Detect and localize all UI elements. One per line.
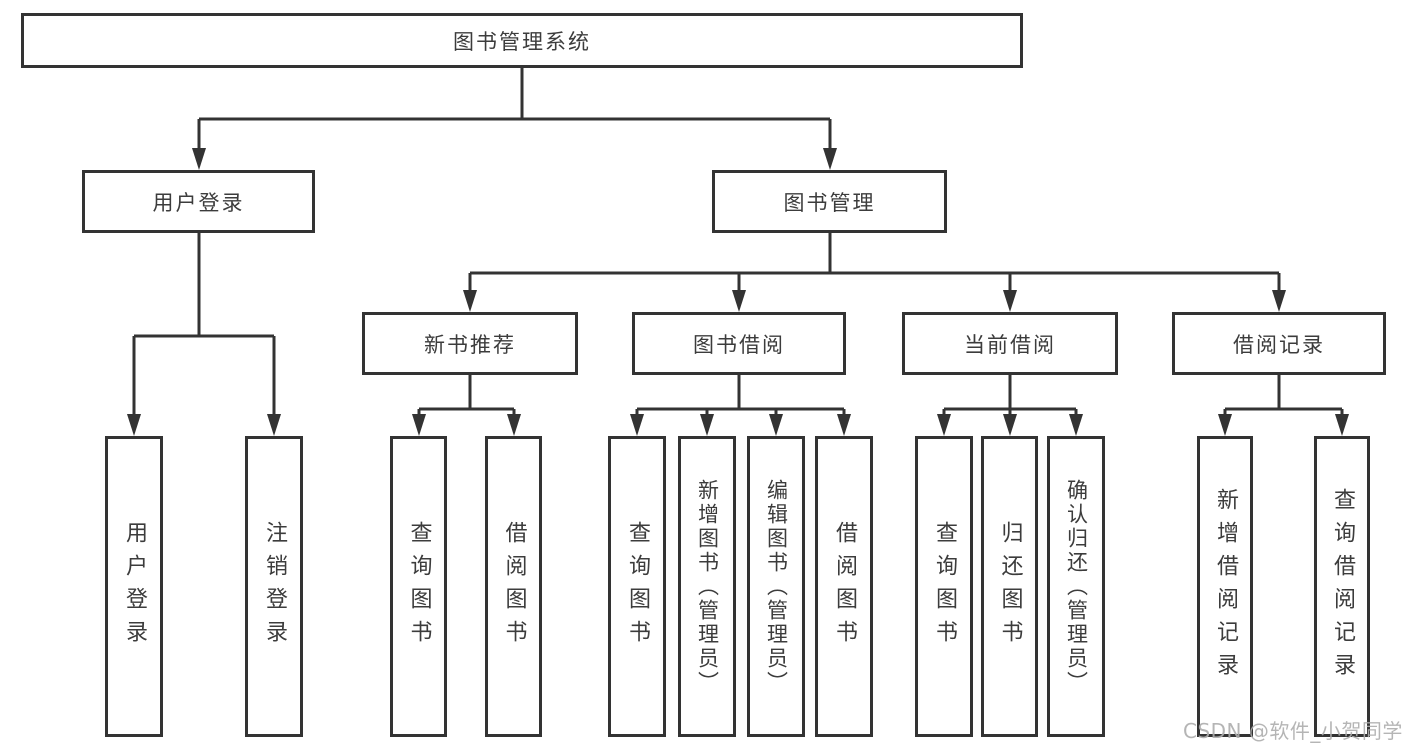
leaf-confirm-return-admin: 确认归还（管理员） xyxy=(1047,436,1105,737)
arrowheads xyxy=(127,148,1349,436)
node-label: 新书推荐 xyxy=(424,332,516,357)
node-book-borrowing: 图书借阅 xyxy=(632,312,846,375)
node-label: 归还图书 xyxy=(997,520,1023,653)
node-user-login: 用户登录 xyxy=(82,170,315,233)
leaf-add-book-admin: 新增图书（管理员） xyxy=(678,436,736,737)
node-label: 编辑图书（管理员） xyxy=(764,478,789,695)
node-borrowing-records: 借阅记录 xyxy=(1172,312,1386,375)
node-current-borrowing: 当前借阅 xyxy=(902,312,1118,375)
leaf-return-books: 归还图书 xyxy=(981,436,1038,737)
node-label: 用户登录 xyxy=(152,190,245,215)
leaf-edit-book-admin: 编辑图书（管理员） xyxy=(747,436,805,737)
node-library-management-system: 图书管理系统 xyxy=(21,13,1023,68)
node-label: 新增图书（管理员） xyxy=(695,478,720,695)
node-label: 查询图书 xyxy=(932,520,957,653)
node-label: 查询图书 xyxy=(406,520,432,653)
leaf-query-books-borrow: 查询图书 xyxy=(608,436,666,737)
leaf-borrow-books-recommend: 借阅图书 xyxy=(485,436,542,737)
node-label: 图书管理 xyxy=(783,190,876,215)
leaf-borrow-books: 借阅图书 xyxy=(815,436,873,737)
node-label: 用户登录 xyxy=(122,520,147,653)
node-label: 借阅记录 xyxy=(1233,332,1325,357)
leaf-user-login: 用户登录 xyxy=(105,436,163,737)
node-book-management: 图书管理 xyxy=(712,170,947,233)
node-new-book-recommendation: 新书推荐 xyxy=(362,312,578,375)
leaf-logout: 注销登录 xyxy=(245,436,303,737)
node-label: 借阅图书 xyxy=(832,520,857,653)
leaf-query-books-current: 查询图书 xyxy=(915,436,973,737)
csdn-watermark: CSDN @软件_小贺同学 xyxy=(1183,719,1403,743)
node-label: 查询借阅记录 xyxy=(1330,487,1355,686)
node-label: 图书借阅 xyxy=(693,332,785,357)
node-label: 确认归还（管理员） xyxy=(1064,478,1089,695)
node-label: 当前借阅 xyxy=(964,332,1056,357)
leaf-query-borrow-record: 查询借阅记录 xyxy=(1314,436,1370,737)
node-label: 注销登录 xyxy=(262,520,287,653)
node-label: 查询图书 xyxy=(625,520,650,653)
node-label: 新增借阅记录 xyxy=(1213,487,1238,686)
leaf-query-books-recommend: 查询图书 xyxy=(390,436,447,737)
node-label: 借阅图书 xyxy=(501,520,527,653)
leaf-add-borrow-record: 新增借阅记录 xyxy=(1197,436,1253,737)
node-label: 图书管理系统 xyxy=(453,29,591,54)
